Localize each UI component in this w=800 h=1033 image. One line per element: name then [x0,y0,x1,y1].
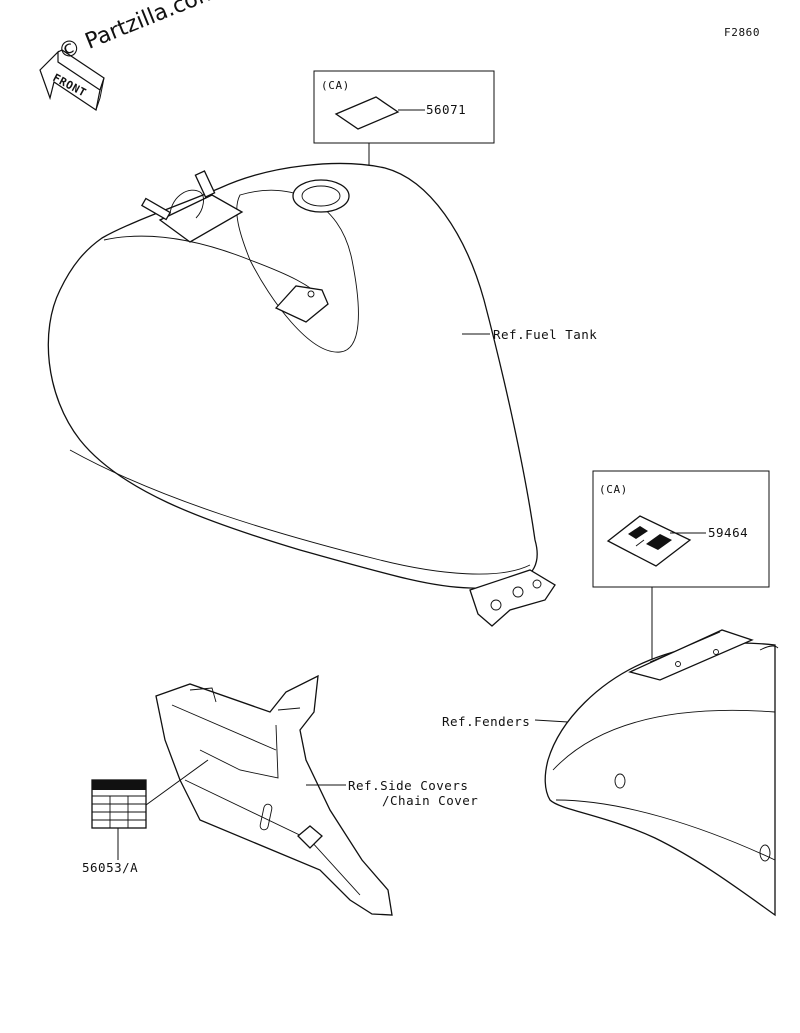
fuel-cap [292,179,350,213]
tank-rear-bracket [469,569,556,627]
part-number-59464: 59464 [708,525,748,540]
label-fenders: Ref.Fenders [442,714,530,729]
warning-label-56053 [91,779,147,829]
decal-56071 [334,96,400,130]
ca-tag-top: (CA) [321,79,350,92]
leader-fenders [534,719,569,723]
label-fuel-tank: Ref.Fuel Tank [493,327,597,342]
ca-box-top: (CA) 56071 [313,70,495,144]
fuel-tank [47,162,556,627]
ca-tag-right: (CA) [599,483,628,496]
side-cover [155,674,393,916]
ca-box-right: (CA) 59464 [592,470,770,588]
watermark-text: © Partzilla.com [55,0,222,66]
label-side-covers-line2: /Chain Cover [382,793,478,808]
fuel-petcock [140,170,244,243]
tank-mount-bracket [274,285,329,323]
figure-code: F2860 [724,26,760,39]
part-number-56071: 56071 [426,102,466,117]
rear-fender [544,629,779,917]
label-56053: 56053/A [82,860,138,875]
decal-59464 [606,515,692,567]
leader-56053-to-cover [145,759,209,806]
label-side-covers-line1: Ref.Side Covers [348,778,468,793]
